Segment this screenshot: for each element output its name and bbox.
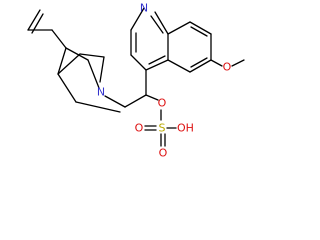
ether-oxygen-label: O bbox=[158, 97, 167, 110]
hydroxyl-label: OH bbox=[177, 122, 194, 135]
sulfur-label: S bbox=[159, 122, 166, 135]
methoxy-oxygen-label: O bbox=[223, 61, 232, 74]
bond bbox=[130, 54, 147, 71]
bond bbox=[130, 7, 145, 31]
bond bbox=[57, 53, 81, 75]
bond bbox=[189, 59, 212, 73]
bond bbox=[31, 13, 44, 34]
sulfonyl-oxygen-left-label: O bbox=[135, 122, 144, 135]
molecule-structure-diagram: N N O O S O O OH bbox=[27, 2, 245, 160]
bond bbox=[189, 21, 212, 35]
bond bbox=[57, 47, 67, 75]
bond bbox=[148, 55, 166, 65]
bond bbox=[154, 11, 169, 35]
bond bbox=[210, 59, 223, 67]
bond bbox=[75, 101, 121, 113]
bond bbox=[167, 59, 191, 73]
bond bbox=[79, 53, 105, 58]
bond bbox=[167, 21, 191, 35]
bond bbox=[27, 9, 41, 31]
bond bbox=[124, 94, 147, 108]
bond bbox=[87, 59, 100, 89]
bond bbox=[57, 73, 77, 103]
bond bbox=[190, 57, 208, 68]
bond bbox=[99, 56, 105, 83]
sulfonyl-oxygen-bottom-label: O bbox=[159, 147, 168, 160]
bond bbox=[231, 59, 245, 67]
bond bbox=[51, 29, 67, 49]
bond bbox=[65, 47, 89, 61]
quinoline-ring bbox=[130, 7, 245, 73]
bond bbox=[190, 26, 208, 37]
bond bbox=[145, 94, 159, 101]
bond bbox=[104, 95, 126, 108]
quinuclidine-ring bbox=[27, 9, 126, 113]
quinoline-nitrogen-label: N bbox=[140, 2, 148, 15]
bond bbox=[145, 59, 169, 71]
linker-and-sulfate bbox=[124, 69, 177, 147]
bond bbox=[150, 15, 164, 34]
quinuclidine-nitrogen-label: N bbox=[97, 86, 105, 99]
